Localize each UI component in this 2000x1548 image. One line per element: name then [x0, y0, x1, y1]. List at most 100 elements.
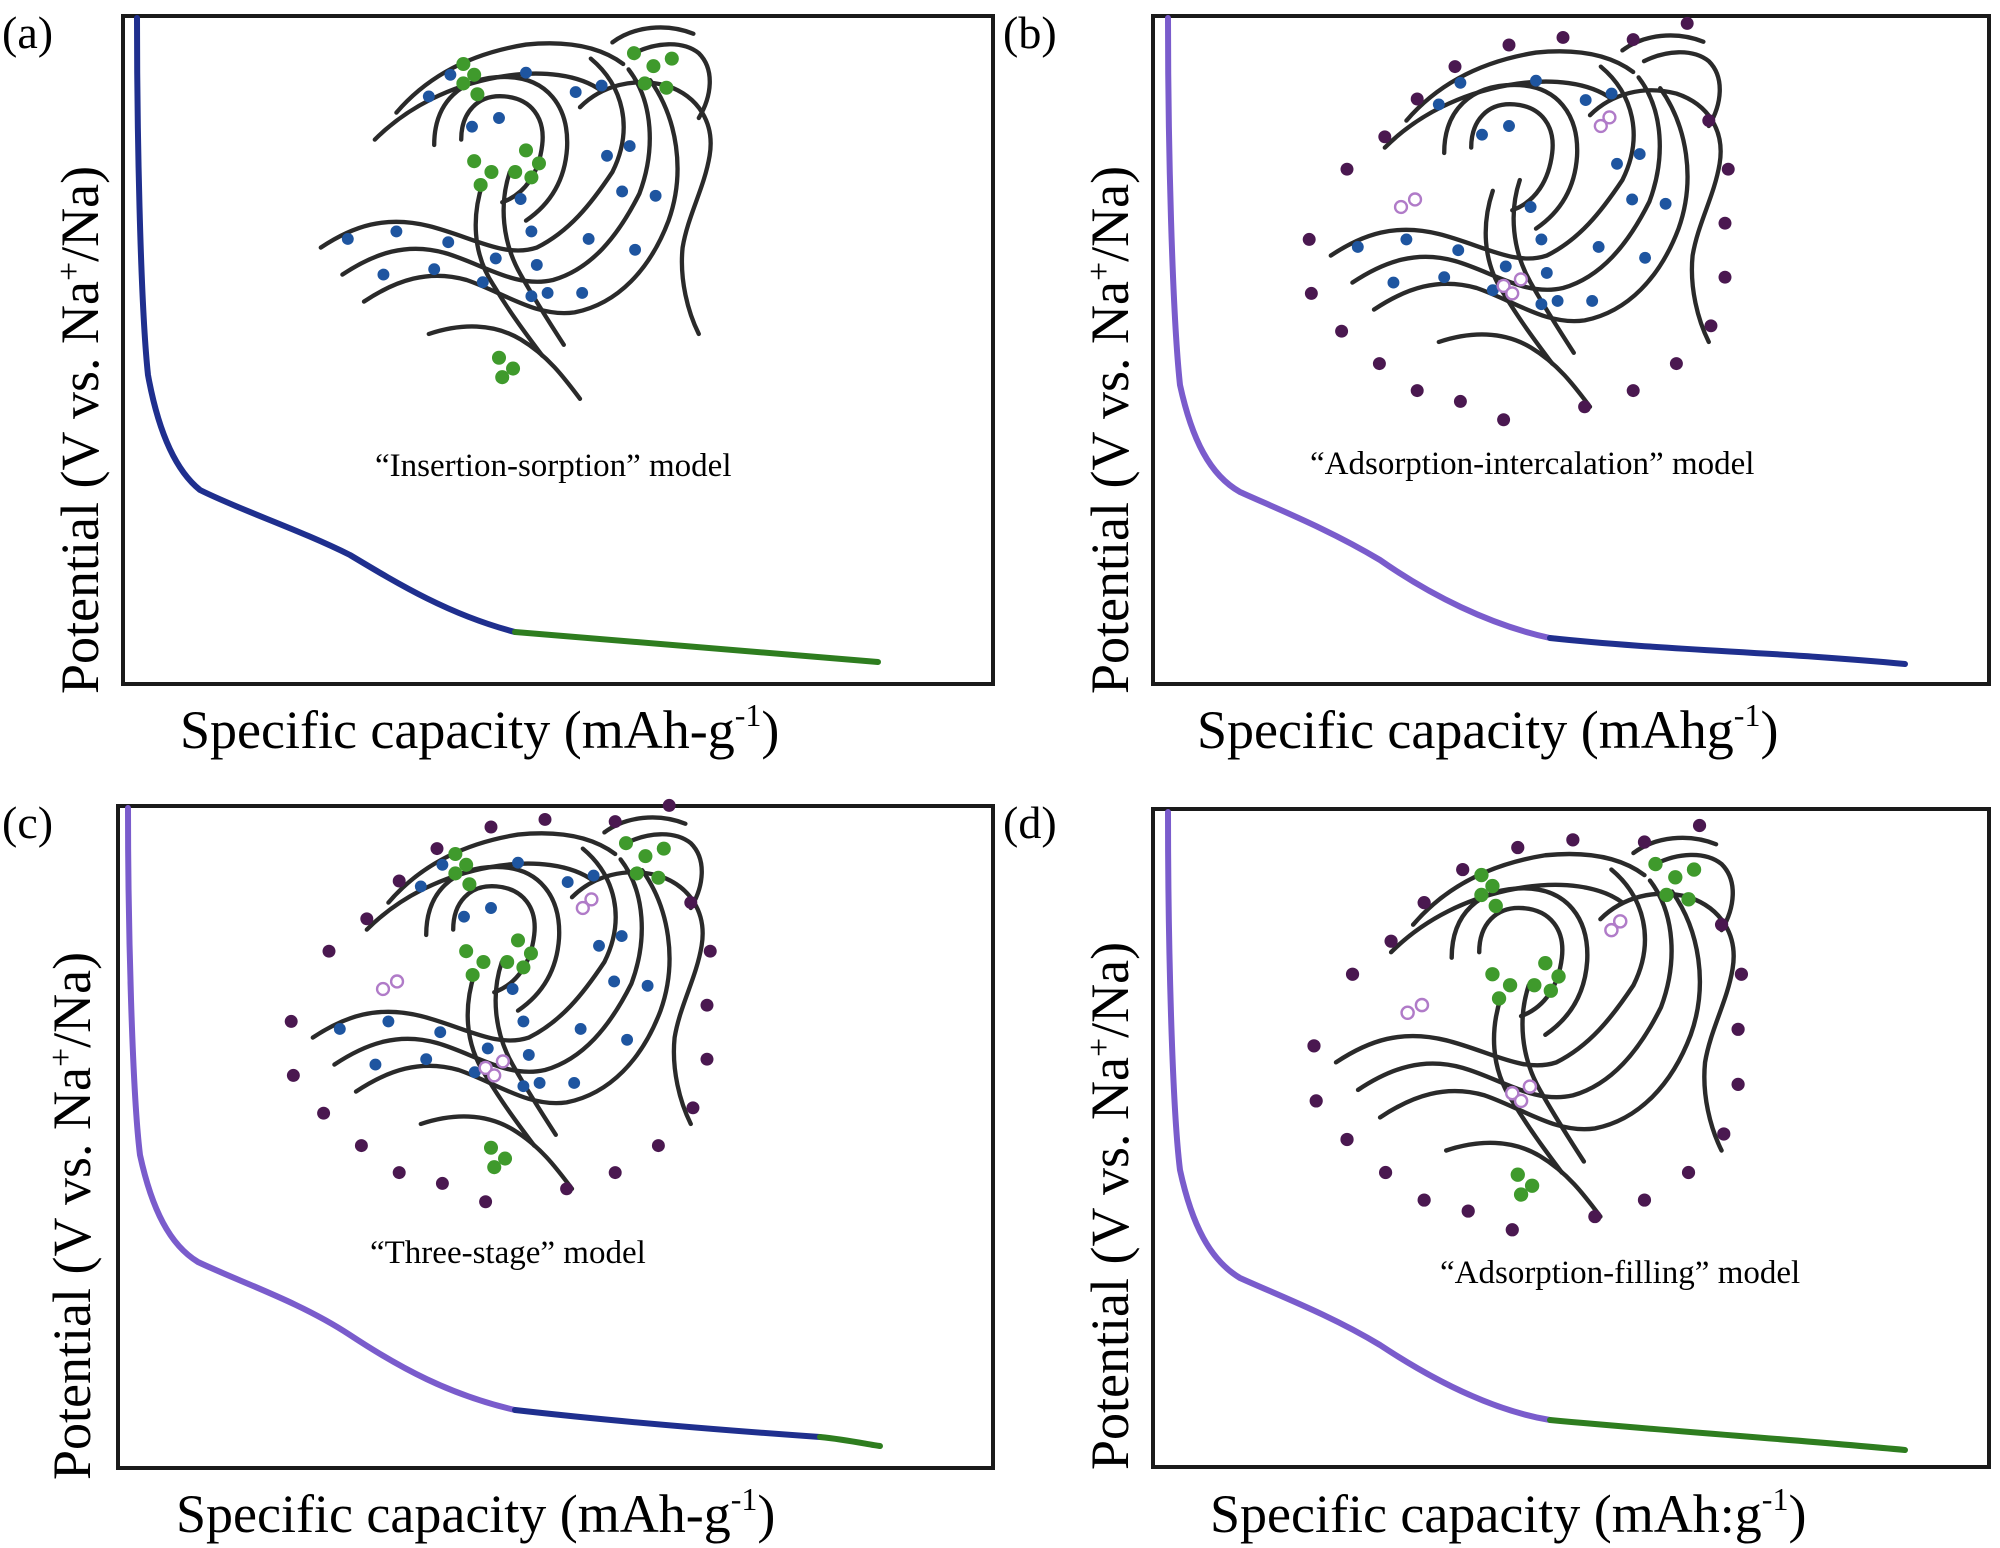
pore-filling-ion: [500, 954, 515, 970]
defect-site-ion: [1602, 110, 1617, 125]
intercalated-ion: [1530, 74, 1542, 87]
surface-adsorbed-ion: [1578, 400, 1592, 414]
graphene-sheet: [418, 1114, 575, 1191]
intercalated-ion: [641, 979, 654, 992]
panel-b: (b) “Adsorption-intercalation” model Pot…: [1003, 7, 1991, 760]
graphene-sheet: [1443, 1140, 1603, 1219]
graphene-sheet: [577, 80, 713, 337]
pore-filling-ion: [495, 370, 510, 385]
pore-filling-ion: [448, 866, 463, 881]
surface-adsorbed-ion: [1702, 114, 1716, 128]
pore-filling-ion: [1527, 978, 1542, 993]
pore-filling-ion: [1502, 978, 1518, 993]
defect-site-ion: [1522, 1079, 1538, 1094]
intercalated-ion: [436, 858, 449, 871]
pore-filling-ion: [1524, 1178, 1540, 1193]
intercalated-ion: [1639, 251, 1652, 264]
graphene-sheet: [1350, 75, 1662, 292]
intercalated-ion: [525, 225, 538, 238]
intercalated-ion: [333, 1023, 346, 1035]
intercalated-ion: [629, 243, 642, 256]
defect-site-ion: [495, 1054, 511, 1069]
panel-label: (a): [2, 7, 53, 58]
graphene-sheet: [1410, 851, 1647, 927]
surface-adsorbed-ion: [392, 1166, 406, 1180]
pore-filling-ion: [1510, 1167, 1525, 1182]
intercalated-ion: [530, 258, 543, 271]
surface-adsorbed-ion: [1410, 384, 1424, 398]
pore-filling-ion: [1474, 867, 1489, 883]
intercalated-ion: [1540, 266, 1553, 279]
pore-filling-ion: [462, 877, 477, 892]
graphene-sheet: [1355, 878, 1674, 1100]
pore-filling-ion: [1513, 1187, 1529, 1202]
intercalated-ion: [582, 233, 595, 245]
x-axis-title: Specific capacity (mAh:g-1): [1210, 1481, 1806, 1544]
pore-filling-ion: [467, 154, 482, 169]
intercalated-ion: [1586, 295, 1599, 307]
pore-filling-ion: [484, 164, 499, 180]
intercalated-ion: [623, 140, 636, 153]
defect-site-ion: [1414, 997, 1430, 1013]
defect-site-ion: [1513, 1093, 1529, 1109]
surface-adsorbed-ion: [608, 815, 622, 829]
surface-adsorbed-ion: [1704, 319, 1718, 333]
intercalated-ion: [1535, 233, 1548, 246]
y-axis-title: Potential (V vs. Na+/Na): [50, 166, 110, 694]
surface-adsorbed-ion: [1448, 60, 1462, 74]
intercalated-ion: [1400, 233, 1413, 246]
surface-adsorbed-ion: [538, 812, 552, 826]
intercalated-ion: [520, 66, 532, 79]
intercalated-ion: [1499, 260, 1512, 273]
carbon-structure-illustration: [284, 798, 717, 1209]
intercalated-ion: [615, 930, 628, 943]
intercalated-ion: [442, 236, 455, 249]
plot-frame: [116, 804, 995, 1470]
surface-adsorbed-ion: [1718, 216, 1732, 230]
surface-adsorbed-ion: [1456, 862, 1470, 877]
surface-adsorbed-ion: [430, 842, 444, 856]
panel-a: (a) “Insertion-sorption” model Potential…: [2, 7, 995, 760]
intercalated-ion: [1486, 284, 1499, 297]
defect-site-ion: [1505, 286, 1520, 301]
pore-filling-ion: [498, 1151, 513, 1166]
defect-site-ion: [1496, 278, 1511, 293]
pore-filling-ion: [456, 76, 471, 91]
graphene-sheet: [631, 42, 712, 121]
pore-filling-ion: [1681, 892, 1696, 907]
intercalated-ion: [517, 1080, 530, 1093]
carbon-structure-illustration: [318, 25, 713, 401]
potential-curve-segment-1: [134, 15, 518, 635]
pore-filling-ion: [656, 841, 671, 856]
model-caption: “Adsorption-intercalation” model: [1310, 446, 1754, 482]
panel-label: (c): [2, 797, 53, 848]
intercalated-ion: [587, 869, 600, 882]
potential-curve-segment-1: [1165, 15, 1553, 641]
intercalated-ion: [1592, 241, 1605, 253]
surface-adsorbed-ion: [1714, 918, 1729, 932]
intercalated-ion: [1659, 197, 1672, 210]
intercalated-ion: [1605, 87, 1618, 100]
pore-filling-ion: [506, 361, 521, 376]
graphene-sheet: [426, 324, 583, 401]
surface-adsorbed-ion: [1340, 1132, 1354, 1147]
graphene-sheet: [318, 56, 626, 253]
intercalated-ion: [608, 975, 621, 988]
intercalated-ion: [593, 939, 605, 952]
surface-adsorbed-ion: [608, 1166, 622, 1180]
graphene-sheet: [1491, 994, 1565, 1175]
surface-adsorbed-ion: [354, 1139, 368, 1153]
surface-adsorbed-ion: [1680, 16, 1694, 30]
graphene-sheet: [1371, 86, 1690, 324]
intercalated-ion: [1535, 298, 1548, 311]
defect-site-ion: [1513, 272, 1529, 287]
surface-adsorbed-ion: [1453, 394, 1467, 408]
pore-filling-ion: [459, 944, 474, 959]
panel-label: (b): [1003, 7, 1057, 58]
panel-c: (c) “Three-stage” model Potential (V vs.…: [2, 797, 995, 1544]
y-axis-title: Potential (V vs. Na+/Na): [1080, 942, 1140, 1470]
pore-filling-ion: [1474, 887, 1489, 903]
pore-filling-ion: [491, 350, 507, 365]
intercalated-ion: [1503, 120, 1515, 132]
intercalated-ion: [569, 86, 582, 99]
